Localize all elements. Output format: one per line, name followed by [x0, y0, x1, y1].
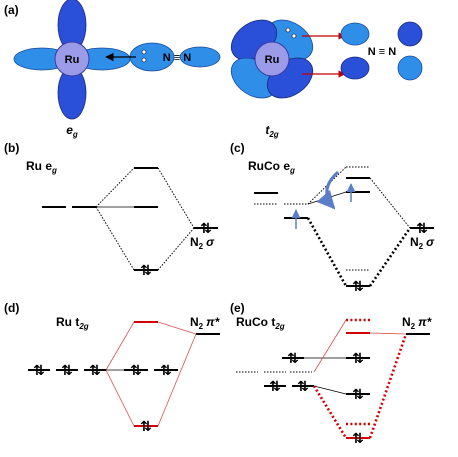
panel-a-tag: (a): [4, 3, 19, 17]
electron-pair-icon: ⇅: [33, 363, 45, 379]
electron-pair-icon: ⇅: [287, 351, 299, 367]
correlation-line: [157, 227, 195, 271]
panel-e-title: RuCo t2g: [236, 315, 285, 331]
correlation-line: [105, 321, 135, 371]
electron-pair-icon: ⇅: [130, 363, 142, 379]
eg-caption: eg: [66, 123, 78, 139]
correlation-line: [369, 177, 411, 229]
pistar-lobe: [340, 22, 370, 46]
correlation-line: [95, 167, 135, 208]
electron-pair-icon: ⇅: [61, 363, 73, 379]
correlation-line: [157, 333, 197, 427]
electron-pair-icon: ⇅: [352, 351, 364, 367]
panel-b-title: Ru eg: [26, 159, 57, 175]
electron-pair-icon: ⇅: [269, 379, 281, 395]
correlation-line: [313, 319, 347, 373]
panel-c-tag: (c): [230, 141, 245, 155]
correlation-line: [105, 369, 135, 427]
electron-dot: [291, 33, 297, 39]
ru-atom-label-eg: Ru: [65, 54, 80, 66]
pistar-lobe: [397, 55, 423, 81]
electron-pair-icon: ⇅: [160, 363, 172, 379]
electron-pair-icon: ⇅: [297, 379, 309, 395]
electron-pair-icon: ⇅: [416, 221, 428, 237]
ru-atom-label-t2g: Ru: [265, 54, 280, 66]
correlation-line: [306, 217, 348, 287]
electron-dot: [141, 49, 147, 55]
correlation-line: [369, 332, 407, 335]
electron-pair-icon: ⇅: [352, 279, 364, 295]
n2-label-a: N ≡ N: [163, 52, 191, 64]
t2g-orbital-group: Ru: [230, 19, 314, 99]
ru-atom-t2g: [254, 41, 290, 77]
panel-d-tag: (d): [4, 301, 19, 315]
n2-label-a-pistar: N ≡ N: [368, 46, 396, 58]
eg-orbital-group: Ru: [13, 0, 131, 120]
ru-atom-eg: [54, 41, 90, 77]
correlation-line: [312, 385, 348, 439]
panel-a: (a) Ru N ≡ N eg Ru: [4, 0, 423, 139]
pistar-lobe: [397, 21, 423, 47]
electron-pair-icon: ⇅: [352, 387, 364, 403]
correlation-line: [368, 333, 408, 439]
panel-b-tag: (b): [4, 141, 19, 155]
correlation-line: [157, 321, 197, 335]
electron-pair-icon: ⇅: [352, 431, 364, 447]
panel-c-title: RuCo eg: [248, 159, 295, 175]
electron-dot: [285, 27, 291, 33]
electron-dot: [141, 57, 147, 63]
n2-sigma-orbital: N ≡ N: [105, 42, 221, 72]
correlation-line: [95, 206, 135, 271]
n2-pi-star-orbital: N ≡ N: [340, 21, 423, 81]
pistar-lobe: [340, 56, 370, 80]
n2-sigma-lobe-right: [179, 46, 221, 68]
panel-e-tag: (e): [230, 301, 245, 315]
correlation-line: [157, 167, 195, 229]
correlation-line: [368, 227, 412, 287]
t2g-caption: t2g: [265, 123, 278, 139]
panel-d-title: Ru t2g: [56, 315, 89, 331]
electron-pair-icon: ⇅: [89, 363, 101, 379]
electron-pair-icon: ⇅: [200, 221, 212, 237]
electron-pair-icon: ⇅: [140, 263, 152, 279]
electron-transfer-arrow: [316, 170, 340, 210]
electron-pair-icon: ⇅: [140, 419, 152, 435]
correlation-line: [313, 385, 347, 395]
